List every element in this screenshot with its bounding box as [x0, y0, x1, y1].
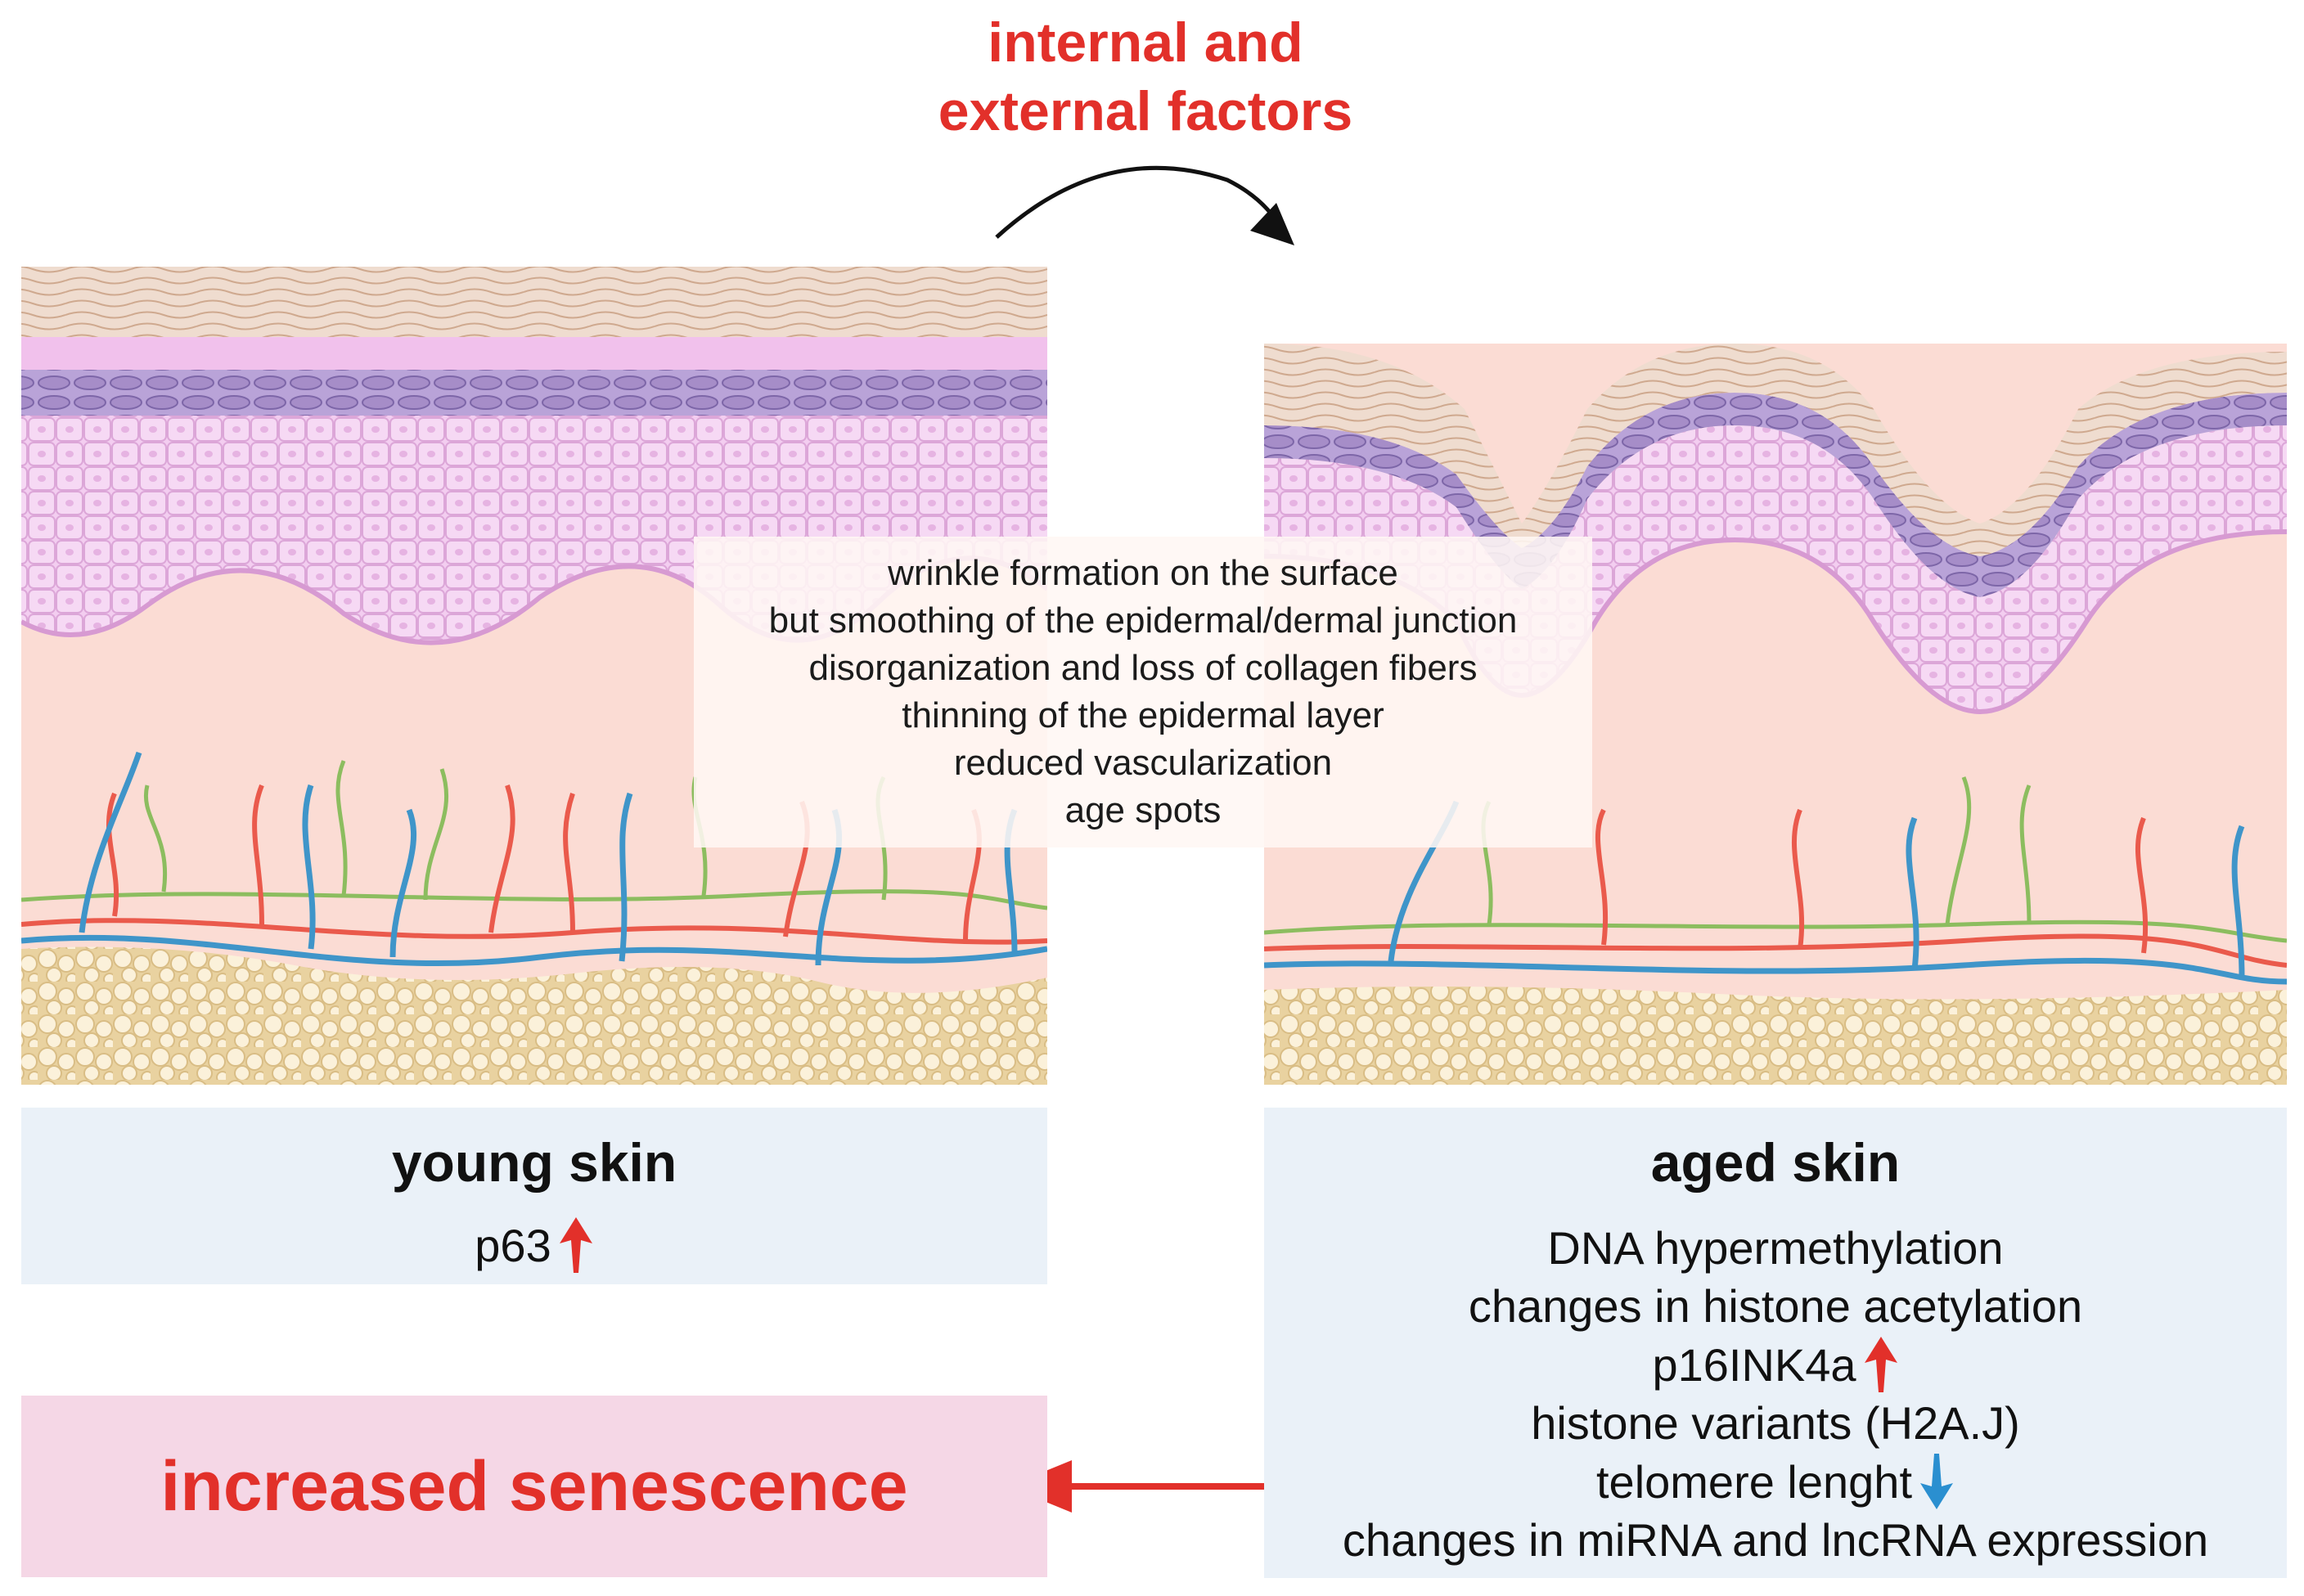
marker-label: telomere lenght — [1595, 1455, 1912, 1508]
aged-fat-layer — [1264, 987, 2287, 1085]
aged-marker-p16ink4a: p16INK4a — [1343, 1335, 2208, 1394]
up-arrow-icon — [559, 1217, 592, 1273]
factors-line-2: external factors — [938, 80, 1353, 142]
aging-change-item: but smoothing of the epidermal/dermal ju… — [768, 600, 1518, 641]
up-arrow-icon — [1864, 1337, 1897, 1392]
marker-label: DNA hypermethylation — [1547, 1222, 2004, 1274]
marker-label: changes in histone acetylation — [1468, 1280, 2083, 1332]
factors-line-1: internal and — [988, 11, 1303, 74]
young-marker-p63: p63 — [475, 1216, 593, 1275]
aging-change-item: age spots — [1064, 790, 1222, 830]
aged-skin-title: aged skin — [1650, 1132, 1901, 1193]
aged-marker-mirna-lncrna: changes in miRNA and lncRNA expression — [1343, 1511, 2208, 1569]
aged-stratum-corneum — [1264, 344, 2287, 556]
aged-marker-dna-hypermethylation: DNA hypermethylation — [1343, 1219, 2208, 1277]
senescence-box: increased senescence — [21, 1396, 1047, 1577]
aged-marker-histone-acetylation: changes in histone acetylation — [1343, 1277, 2208, 1335]
marker-label: p63 — [475, 1219, 551, 1271]
aging-change-item: reduced vascularization — [953, 743, 1333, 783]
aged-basal-layer — [1264, 393, 2287, 597]
aged-marker-list: DNA hypermethylation changes in histone … — [1343, 1219, 2208, 1569]
senescence-label: increased senescence — [160, 1446, 908, 1526]
curved-arrow-head-icon — [1250, 203, 1294, 245]
aged-skin-panel: aged skin DNA hypermethylation changes i… — [1264, 1108, 2287, 1578]
young-skin-panel: young skin p63 — [21, 1108, 1047, 1284]
marker-label: histone variants (H2A.J) — [1531, 1397, 2020, 1449]
aging-changes-box: wrinkle formation on the surface but smo… — [694, 537, 1592, 847]
aging-change-item: thinning of the epidermal layer — [902, 695, 1384, 735]
aging-change-item: wrinkle formation on the surface — [888, 553, 1398, 593]
marker-label: p16INK4a — [1652, 1338, 1856, 1391]
young-granular-layer — [21, 370, 1047, 416]
curved-arrow-icon — [995, 165, 1279, 239]
aged-marker-histone-variants: histone variants (H2A.J) — [1343, 1394, 2208, 1452]
young-skin-title: young skin — [391, 1132, 677, 1193]
factors-title: internal and external factors — [818, 8, 1473, 146]
young-stratum-corneum — [21, 267, 1047, 337]
aging-change-item: disorganization and loss of collagen fib… — [808, 648, 1478, 688]
marker-label: changes in miRNA and lncRNA expression — [1342, 1514, 2209, 1566]
down-arrow-icon — [1920, 1454, 1953, 1509]
young-fat-layer — [21, 946, 1047, 1085]
aged-marker-telomere-length: telomere lenght — [1343, 1452, 2208, 1511]
